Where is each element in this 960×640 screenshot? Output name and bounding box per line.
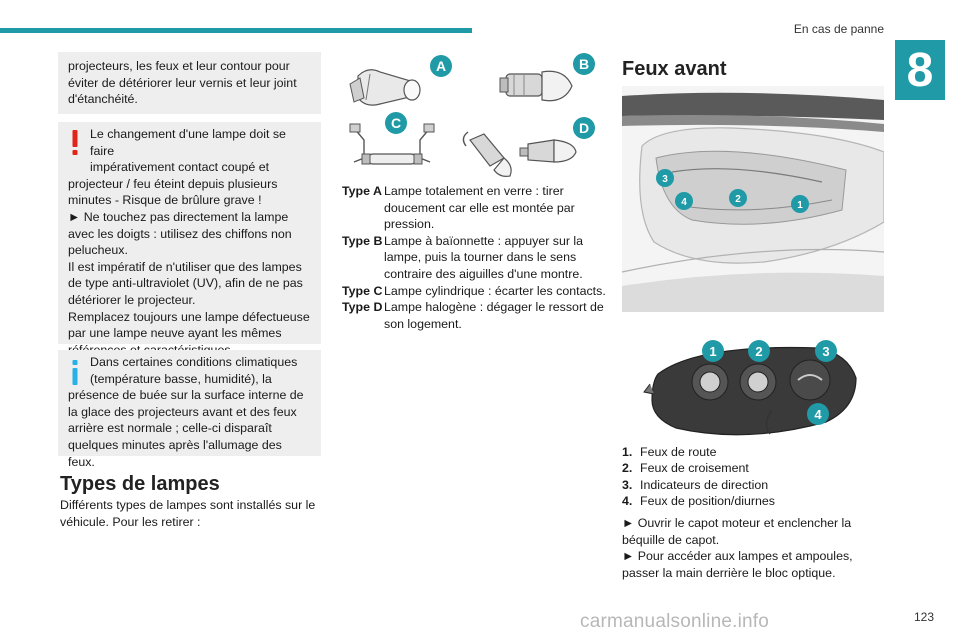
types-intro-text: Différents types de lampes sont installé…: [60, 498, 316, 529]
lamp-label-a-badge: [430, 55, 452, 77]
lamp-a-drawing: [349, 69, 421, 106]
unit-callout-2-badge: [748, 340, 770, 362]
lamp-label-d: D: [579, 120, 589, 136]
unit-callout-3: 3: [822, 344, 829, 359]
lamp-type-desc: Lampe totalement en verre : tirer doucem…: [384, 184, 575, 232]
list-item: 1. Feux de route: [622, 444, 882, 460]
car-callout-3: 3: [662, 174, 668, 185]
note-box-text: projecteurs, les feux et leur contour po…: [68, 59, 297, 107]
warning-line-2: impérativement contact coupé et: [90, 160, 270, 175]
lamp-label-a: A: [436, 58, 446, 74]
lamp-type-row-d: Type D Lampe halogène : dégager le resso…: [342, 299, 612, 332]
unit-callout-1: 1: [709, 344, 716, 359]
watermark: carmanualsonline.info: [580, 611, 770, 632]
info-line-2: (température basse, humidité), la: [90, 371, 272, 386]
lamp-type-desc: Lampe à baïonnette : appuyer sur la lamp…: [384, 233, 584, 281]
lamp-label-c-badge: [385, 112, 407, 134]
warning-text: projecteur / feu éteint depuis plusieurs…: [68, 176, 278, 208]
warning-uv-text: Il est impératif de n'utiliser que des l…: [68, 259, 303, 307]
warning-box: Le changement d'une lampe doit se faire …: [58, 122, 321, 357]
headlight-unit-rear-illustration: 1 2 3 4: [643, 340, 857, 436]
warning-bullet: ► Ne touchez pas directement la lampe av…: [68, 209, 292, 258]
headlight-car-illustration: 3 4 2 1: [622, 86, 884, 312]
car-callout-1-badge: [791, 195, 809, 213]
lamp-type-key: Type C: [342, 283, 383, 298]
warning-exclamation-icon: [72, 130, 78, 155]
lamp-type-desc: Lampe cylindrique : écarter les contacts…: [384, 283, 606, 298]
lamp-type-key: Type D: [342, 300, 383, 315]
lamp-type-desc: Lampe halogène : dégager le ressort de s…: [384, 300, 604, 331]
car-callout-2-badge: [729, 189, 747, 207]
lamp-type-key: Type B: [342, 233, 383, 248]
list-item: 3. Indicateurs de direction: [622, 477, 882, 493]
info-line-1: Dans certaines conditions climatiques: [90, 355, 298, 369]
unit-callout-4-badge: [807, 403, 829, 425]
header-accent-bar: [0, 28, 472, 33]
list-item: 2. Feux de croisement: [622, 460, 882, 476]
car-callout-3-badge: [656, 169, 674, 187]
lamp-types-illustration: A B C D: [349, 53, 595, 177]
info-icon: [72, 360, 78, 385]
car-callout-4-badge: [675, 192, 693, 210]
unit-callout-2: 2: [755, 344, 762, 359]
chapter-number-badge: 8: [895, 40, 945, 100]
unit-callout-4: 4: [814, 407, 822, 422]
list-item-label: Feux de route: [640, 445, 717, 459]
car-callout-1: 1: [797, 200, 803, 211]
lamp-type-row-b: Type B Lampe à baïonnette : appuyer sur …: [342, 233, 612, 283]
list-item: 4. Feux de position/diurnes: [622, 493, 882, 509]
info-text: présence de buée sur la surface interne …: [68, 388, 304, 469]
note-box-continued: projecteurs, les feux et leur contour po…: [58, 52, 321, 114]
instruction-access-lamps: ► Pour accéder aux lampes et ampoules, p…: [622, 549, 853, 580]
lamp-label-b: B: [579, 56, 589, 72]
page-number: 123: [913, 610, 934, 624]
unit-callout-3-badge: [815, 340, 837, 362]
lamp-b-drawing: [499, 70, 573, 102]
lamp-type-list: Type A Lampe totalement en verre : tirer…: [342, 183, 612, 332]
car-callout-2: 2: [735, 194, 741, 205]
warning-line-1: Le changement d'une lampe doit se faire: [90, 127, 286, 158]
section-title: En cas de panne: [793, 22, 884, 36]
lamp-c-drawing: [349, 123, 435, 165]
list-item-number: 1.: [622, 445, 633, 459]
info-box: Dans certaines conditions climatiques (t…: [58, 350, 321, 469]
instructions: ► Ouvrir le capot moteur et enclencher l…: [622, 515, 884, 581]
front-lights-heading: Feux avant: [622, 58, 727, 80]
list-item-number: 3.: [622, 477, 633, 492]
unit-callout-1-badge: [702, 340, 724, 362]
lamp-type-key: Type A: [342, 184, 382, 198]
list-item-label: Indicateurs de direction: [640, 477, 769, 492]
lamp-d-drawing: [462, 131, 577, 177]
car-callout-4: 4: [681, 197, 687, 208]
lamp-type-row-a: Type A Lampe totalement en verre : tirer…: [342, 183, 612, 233]
list-item-number: 4.: [622, 494, 633, 509]
types-heading: Types de lampes: [60, 473, 220, 495]
lamp-label-d-badge: [573, 117, 595, 139]
lamp-type-row-c: Type C Lampe cylindrique : écarter les c…: [342, 283, 612, 300]
list-item-label: Feux de position/diurnes: [640, 494, 776, 509]
front-lights-list: 1. Feux de route 2. Feux de croisement 3…: [622, 444, 882, 510]
lamp-label-c: C: [391, 115, 401, 131]
instruction-open-hood: ► Ouvrir le capot moteur et enclencher l…: [622, 516, 852, 547]
list-item-label: Feux de croisement: [640, 461, 749, 476]
lamp-label-b-badge: [573, 53, 595, 75]
list-item-number: 2.: [622, 461, 633, 476]
